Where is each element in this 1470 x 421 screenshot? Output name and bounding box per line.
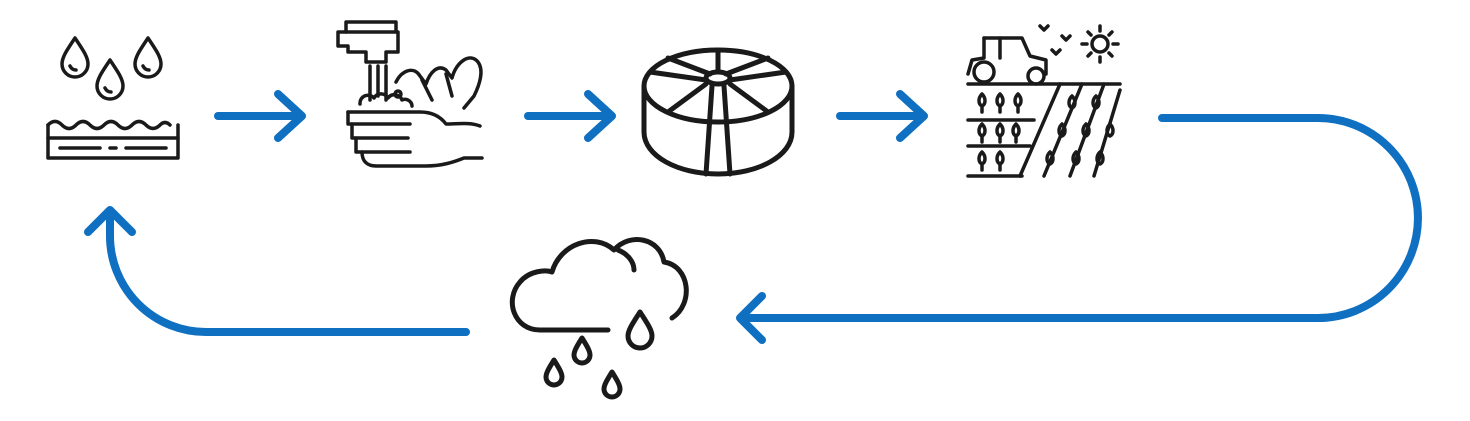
water-tank-icon (641, 47, 795, 177)
rain-cloud-icon (509, 237, 689, 400)
flow-arrow-2 (524, 90, 616, 142)
flow-arrow-5 (84, 206, 470, 336)
irrigated-farm-icon (966, 24, 1122, 178)
water-source-icon (46, 36, 180, 160)
flow-arrow-1 (214, 90, 306, 142)
flow-arrow-3 (836, 90, 928, 142)
flow-arrow-4 (736, 114, 1422, 344)
handwashing-icon (336, 20, 484, 168)
